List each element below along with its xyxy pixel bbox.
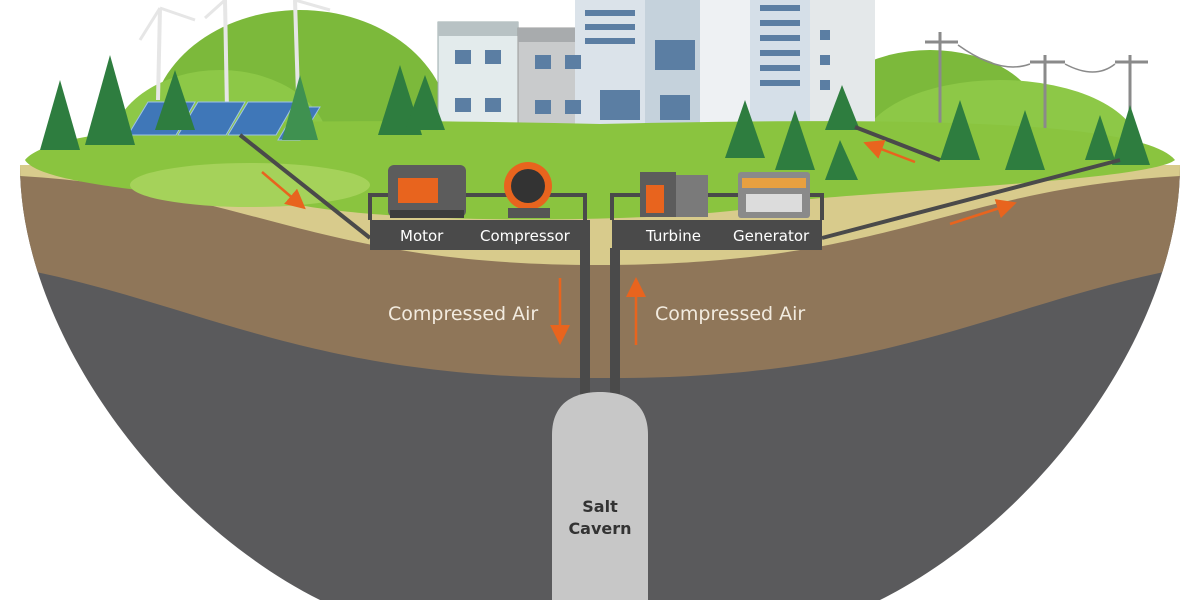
compressed-air-down-label: Compressed Air	[388, 303, 539, 325]
wind-turbine-icon	[138, 0, 331, 111]
power-lines	[238, 125, 1121, 240]
generator-icon	[738, 172, 810, 218]
generator-label: Generator	[733, 227, 810, 245]
compressor-icon	[504, 162, 552, 218]
turbine-label: Turbine	[646, 227, 701, 245]
salt-cavern-label-line2: Cavern	[568, 519, 632, 538]
turbine-icon	[640, 172, 708, 217]
flow-arrows	[261, 140, 1017, 226]
motor-label: Motor	[400, 227, 444, 245]
salt-cavern-label: Salt Cavern	[545, 496, 655, 540]
salt-cavern-label-line1: Salt	[582, 497, 618, 516]
building-icon	[437, 0, 875, 126]
motor-icon	[388, 165, 466, 218]
air-flow-arrows	[550, 277, 646, 345]
compressed-air-up-label: Compressed Air	[655, 303, 806, 325]
machine-platform	[368, 193, 824, 395]
salt-cavern	[552, 392, 648, 600]
tree-icon	[40, 55, 1150, 180]
compressor-label: Compressor	[480, 227, 570, 245]
